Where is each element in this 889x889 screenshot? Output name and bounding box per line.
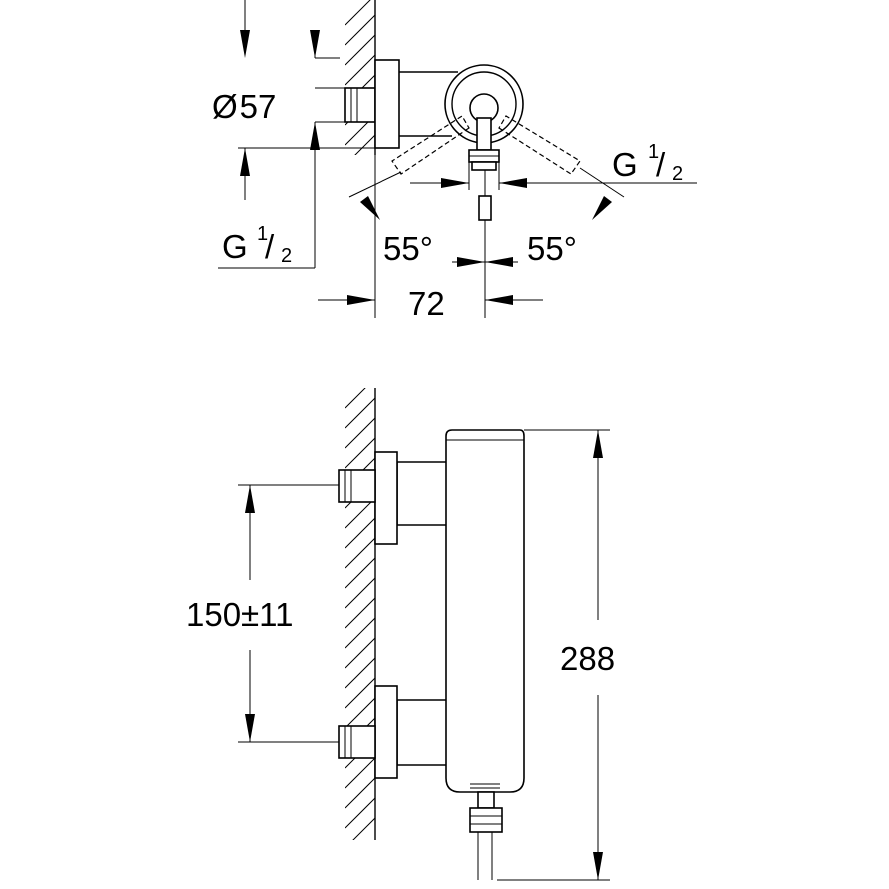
svg-text:2: 2 xyxy=(281,245,292,267)
wall-top xyxy=(345,0,376,155)
height-dimension: 288 xyxy=(497,429,615,881)
offset-dimension: 72 xyxy=(318,155,543,322)
svg-text:/: / xyxy=(656,146,666,183)
svg-text:1: 1 xyxy=(648,141,659,163)
upper-connection xyxy=(338,451,462,545)
top-mixer-body xyxy=(444,64,524,144)
top-escutcheon xyxy=(374,59,400,149)
svg-text:1: 1 xyxy=(257,223,268,245)
total-height-label: 288 xyxy=(560,640,615,677)
angle-left-label: 55° xyxy=(383,230,433,267)
angle-right-label: 55° xyxy=(527,230,577,267)
thermostat-body xyxy=(445,429,525,793)
bottom-outlet xyxy=(469,791,503,880)
svg-text:/: / xyxy=(265,228,275,265)
top-outlet xyxy=(468,117,500,221)
thread-left-label: G 1 / 2 xyxy=(222,223,292,267)
svg-text:2: 2 xyxy=(672,163,683,185)
top-view: Ø57 G 1 / 2 G 1 / 2 xyxy=(212,0,697,322)
top-connecting-arm xyxy=(399,71,458,137)
diameter-label: Ø57 xyxy=(212,88,276,125)
top-inlet-nipple xyxy=(344,87,376,123)
side-view: 150±11 288 xyxy=(186,388,615,881)
diameter-dimension: Ø57 xyxy=(212,0,375,269)
thread-right-dimension: G 1 / 2 xyxy=(410,141,697,190)
top-swivel-outlet-dashed xyxy=(391,115,581,175)
inlet-spacing-label: 150±11 xyxy=(186,596,293,633)
lower-connection xyxy=(338,685,462,779)
svg-text:G: G xyxy=(222,228,248,265)
angle-dimensions: 55° 55° xyxy=(348,167,625,318)
svg-text:G: G xyxy=(612,146,638,183)
offset-label: 72 xyxy=(408,285,445,322)
inlet-spacing-dimension: 150±11 xyxy=(186,484,339,743)
wall-side xyxy=(345,388,376,840)
